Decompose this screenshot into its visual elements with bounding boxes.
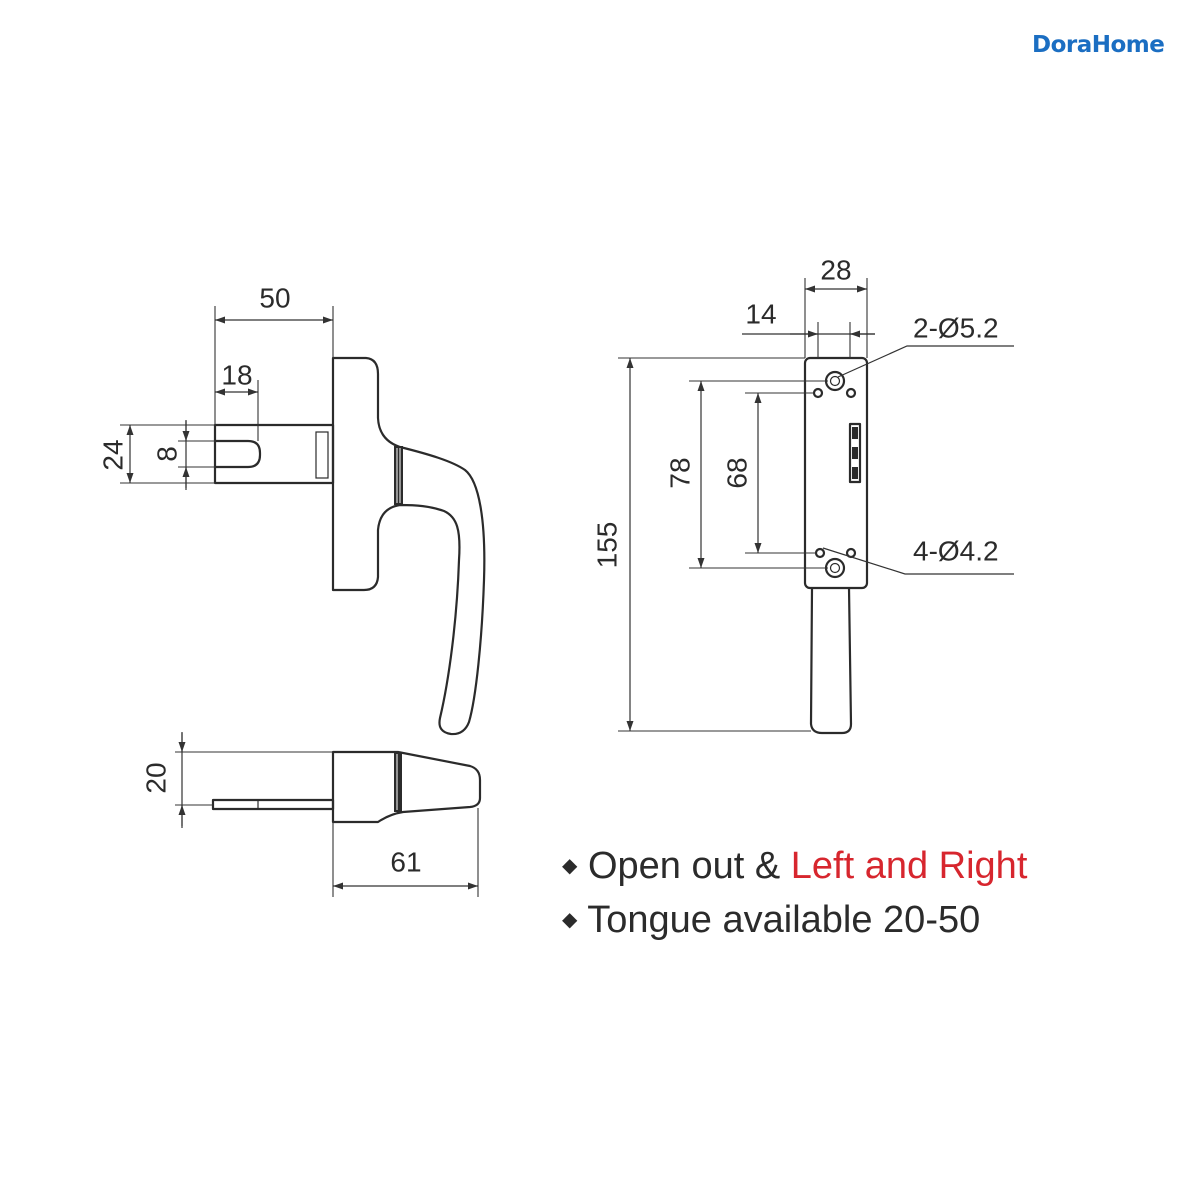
dimension-handle-thickness: 20 xyxy=(141,732,333,828)
feature-item: ◆ Open out & Left and Right xyxy=(562,838,1027,892)
dimension-plate-offset: 14 xyxy=(742,299,875,358)
small-hole xyxy=(814,547,826,559)
large-hole-top xyxy=(824,370,846,392)
small-hole xyxy=(812,387,824,399)
slot-segment xyxy=(852,467,858,479)
dimension-label: 14 xyxy=(745,299,776,330)
locking-slot xyxy=(848,422,862,484)
tongue-slot xyxy=(215,439,262,469)
small-hole xyxy=(845,387,857,399)
dimension-plate-width: 28 xyxy=(804,255,868,358)
dimension-outer-hole-spacing: 78 xyxy=(665,380,828,569)
dimension-inner-hole-spacing: 68 xyxy=(722,392,816,554)
tongue-edge xyxy=(211,798,335,811)
dimension-overall-length: 155 xyxy=(592,357,811,732)
dimension-label: 18 xyxy=(221,360,252,391)
tongue-marking xyxy=(315,431,329,479)
tongue xyxy=(213,423,335,485)
leader-line xyxy=(822,547,1014,575)
dimension-label: 50 xyxy=(259,283,290,314)
callout-small-holes: 4-Ø4.2 xyxy=(822,536,1014,575)
dimension-label: 78 xyxy=(665,457,696,488)
top-view xyxy=(211,750,482,824)
dimension-label: 20 xyxy=(141,762,172,793)
diamond-bullet-icon: ◆ xyxy=(562,907,578,931)
feature-text: Tongue available 20-50 xyxy=(587,899,981,941)
leader-line xyxy=(837,345,1014,378)
feature-text: Open out & xyxy=(587,845,781,887)
large-hole-bottom-inner xyxy=(829,562,841,574)
feature-highlight: Left and Right xyxy=(790,845,1028,887)
dimension-label: 28 xyxy=(820,255,851,286)
dimension-label: 61 xyxy=(390,847,421,878)
base-plate xyxy=(803,356,869,590)
dimension-slot-length: 18 xyxy=(215,360,259,441)
side-view xyxy=(213,356,486,736)
dimension-label: 8 xyxy=(152,446,183,462)
handle-collar xyxy=(394,446,403,505)
dimension-label: 155 xyxy=(592,522,623,569)
dimension-slot-width: 8 xyxy=(152,420,215,490)
handle-profile xyxy=(331,750,482,824)
slot-segment xyxy=(852,427,858,439)
front-view xyxy=(803,356,869,735)
dimension-handle-depth: 61 xyxy=(332,808,479,897)
large-hole-top-inner xyxy=(829,375,841,387)
handle-base-and-lever xyxy=(331,356,486,736)
dorahome-logo: DoraHome xyxy=(1032,32,1165,58)
dimension-tongue-length: 50 xyxy=(214,283,334,425)
dimension-label: 68 xyxy=(722,457,753,488)
callout-large-holes: 2-Ø5.2 xyxy=(837,313,1014,378)
callout-label: 2-Ø5.2 xyxy=(913,313,999,344)
slot-segment xyxy=(852,447,858,459)
callout-label: 4-Ø4.2 xyxy=(913,536,999,567)
large-hole-bottom xyxy=(824,557,846,579)
handle-lever xyxy=(809,587,853,735)
feature-list: ◆ Open out & Left and Right ◆ Tongue ava… xyxy=(562,838,1027,946)
feature-item: ◆ Tongue available 20-50 xyxy=(562,892,1027,946)
handle-collar xyxy=(394,752,402,812)
diamond-bullet-icon: ◆ xyxy=(562,853,578,877)
dimension-tongue-width: 24 xyxy=(98,424,215,484)
dimension-label: 24 xyxy=(98,439,129,470)
